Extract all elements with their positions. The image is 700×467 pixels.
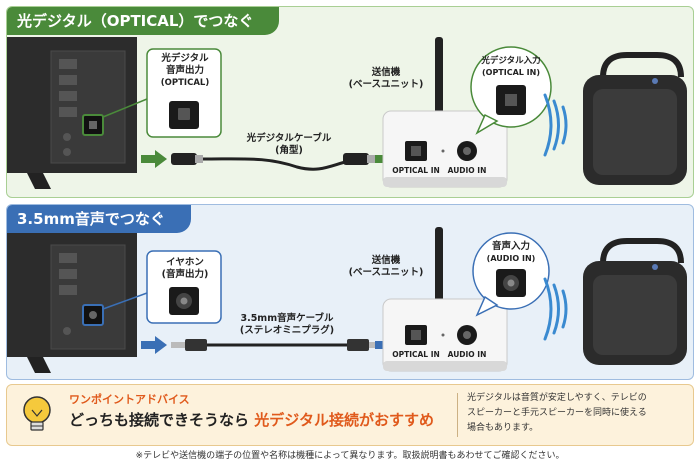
- advice-note-line-1: 光デジタルは音質が安定しやすく、テレビの: [467, 393, 647, 403]
- input-label-2: (AUDIO IN): [486, 254, 536, 263]
- tv-back-illustration: [7, 233, 137, 373]
- port-label-audio-in: AUDIO IN: [447, 166, 487, 175]
- advice-text-highlight: 光デジタル接続がおすすめ: [254, 411, 434, 429]
- cable-label-2: (ステレオミニプラグ): [239, 325, 335, 336]
- transmitter-illustration: [382, 227, 508, 372]
- advice-heading: ワンポイントアドバイス: [69, 393, 190, 406]
- port-label-audio-in: AUDIO IN: [447, 350, 487, 359]
- transmitter-label-1: 送信機: [371, 255, 401, 266]
- tv-back-illustration: [7, 37, 137, 189]
- advice-box: ワンポイントアドバイス どっちも接続できそうなら 光デジタル接続がおすすめ 光デ…: [6, 384, 694, 446]
- transmitter-label-2: (ベースユニット): [348, 79, 424, 90]
- optical-plug-left: [171, 153, 197, 165]
- mini-plug-right: [347, 339, 369, 351]
- optical-section-title: 光デジタル（OPTICAL）でつなぐ: [7, 7, 280, 35]
- cable-label-2: (角型): [275, 145, 303, 156]
- optical-section: 光デジタル（OPTICAL）でつなぐ: [6, 6, 694, 198]
- cable-label-1: 3.5mm音声ケーブル: [240, 313, 334, 324]
- advice-main-text: どっちも接続できそうなら 光デジタル接続がおすすめ: [69, 409, 434, 430]
- footnote: ※テレビや送信機の端子の位置や名称は機種によって異なります。取扱説明書もあわせて…: [135, 451, 565, 461]
- optical-diagram: [7, 37, 687, 189]
- optical-plug-right: [343, 153, 369, 165]
- tv-port-label-1: イヤホン: [166, 257, 204, 268]
- tv-port-callout: [146, 48, 222, 138]
- arrow-right-icon: [141, 150, 167, 168]
- wireless-wave-icon: [543, 93, 568, 157]
- wireless-wave-icon: [543, 277, 568, 341]
- audio-section-title: 3.5mm音声でつなぐ: [7, 205, 191, 233]
- tv-port-label-2: 音声出力: [165, 65, 204, 76]
- advice-note-line-2: スピーカーと手元スピーカーを同時に使える: [467, 408, 647, 418]
- input-label-1: 光デジタル入力: [481, 56, 541, 66]
- arrow-right-icon: [141, 336, 167, 354]
- mini-plug-left: [171, 342, 185, 348]
- transmitter-label-2: (ベースユニット): [348, 267, 424, 278]
- advice-text-prefix: どっちも接続できそうなら: [69, 411, 250, 429]
- transmitter-illustration: [382, 37, 508, 188]
- transmitter-label-1: 送信機: [371, 67, 401, 78]
- tv-port-label-1: 光デジタル: [161, 53, 209, 64]
- input-label-2: (OPTICAL IN): [481, 68, 541, 77]
- audio-section: 3.5mm音声でつなぐ: [6, 204, 694, 380]
- tv-port-label-2: (音声出力): [161, 269, 209, 280]
- speaker-illustration: [583, 238, 687, 365]
- cable-label-1: 光デジタルケーブル: [246, 133, 332, 144]
- input-label-1: 音声入力: [491, 241, 530, 252]
- audio-diagram: [7, 227, 687, 373]
- lightbulb-icon: [23, 396, 51, 431]
- port-label-optical-in: OPTICAL IN: [392, 166, 440, 175]
- tv-port-label-3: (OPTICAL): [160, 78, 210, 88]
- advice-divider: [457, 393, 458, 437]
- optical-cable: [202, 157, 368, 171]
- port-label-optical-in: OPTICAL IN: [392, 350, 440, 359]
- advice-note: 光デジタルは音質が安定しやすく、テレビの スピーカーと手元スピーカーを同時に使え…: [467, 391, 647, 436]
- speaker-illustration: [583, 52, 687, 185]
- advice-note-line-3: 場合もあります。: [467, 423, 539, 433]
